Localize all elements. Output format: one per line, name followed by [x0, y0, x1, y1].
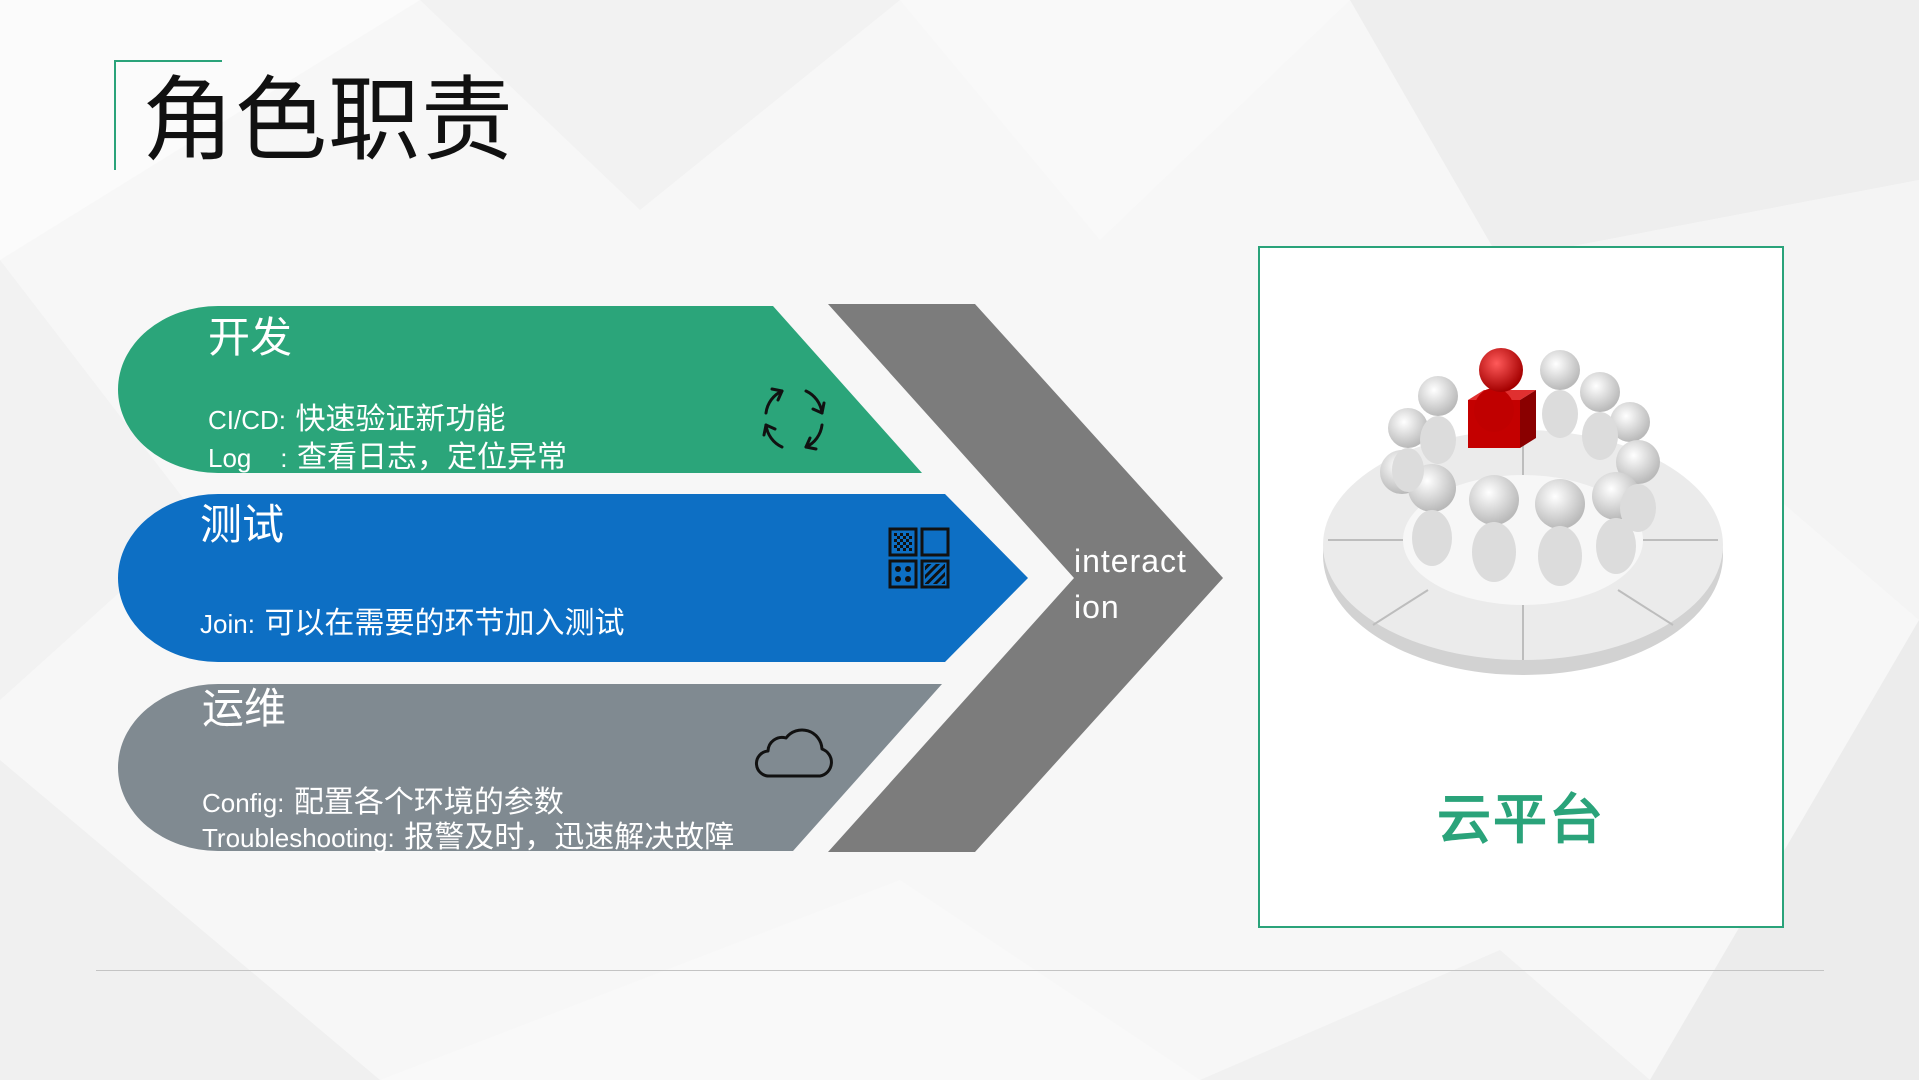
interaction-chevron: [828, 304, 1223, 852]
band-ops-heading: 运维: [202, 684, 287, 733]
band-test-line-1-key: Join:: [200, 609, 255, 639]
band-test-line-1: Join: 可以在需要的环节加入测试: [200, 606, 624, 642]
refresh-cycle-icon: [762, 387, 826, 451]
footer-divider: [96, 970, 1824, 971]
band-dev-shape: [118, 306, 923, 474]
band-test-line-1-text: 可以在需要的环节加入测试: [254, 606, 625, 641]
interaction-label: interact ion: [1074, 538, 1234, 630]
cloud-platform-caption: 云平台: [1437, 788, 1605, 851]
band-ops-line-2-key: Troubleshooting:: [202, 823, 395, 853]
band-dev-line-2-key: Log :: [208, 443, 288, 473]
band-ops-line-1: Config: 配置各个环境的参数: [202, 785, 564, 821]
interaction-label-line-1: interact: [1074, 543, 1187, 579]
band-dev-line-1-key: CI/CD:: [208, 405, 286, 435]
band-ops-shape: [118, 684, 943, 851]
grid-app-icon: [888, 527, 950, 589]
band-dev-line-2: Log : 查看日志，定位异常: [208, 440, 567, 476]
cloud-platform-card: 云平台: [1258, 246, 1784, 928]
band-test-heading: 测试: [200, 500, 285, 549]
interaction-label-line-2: ion: [1074, 589, 1120, 625]
title-bracket: [114, 60, 222, 170]
band-dev-heading: 开发: [208, 313, 293, 362]
band-dev-line-1: CI/CD: 快速验证新功能: [208, 402, 506, 438]
band-ops-line-2: Troubleshooting: 报警及时，迅速解决故障: [202, 820, 734, 856]
band-dev-line-1-text: 快速验证新功能: [286, 402, 506, 437]
band-ops-line-2-text: 报警及时，迅速解决故障: [394, 820, 735, 855]
page-title: 角色职责: [142, 67, 515, 174]
cloud-icon: [755, 728, 833, 778]
band-ops-line-1-key: Config:: [202, 788, 285, 818]
team-meeting-illustration: [1323, 348, 1723, 675]
band-test-shape: [118, 494, 1028, 662]
band-dev-line-2-text: 查看日志，定位异常: [287, 440, 568, 475]
band-ops-line-1-text: 配置各个环境的参数: [284, 785, 564, 820]
